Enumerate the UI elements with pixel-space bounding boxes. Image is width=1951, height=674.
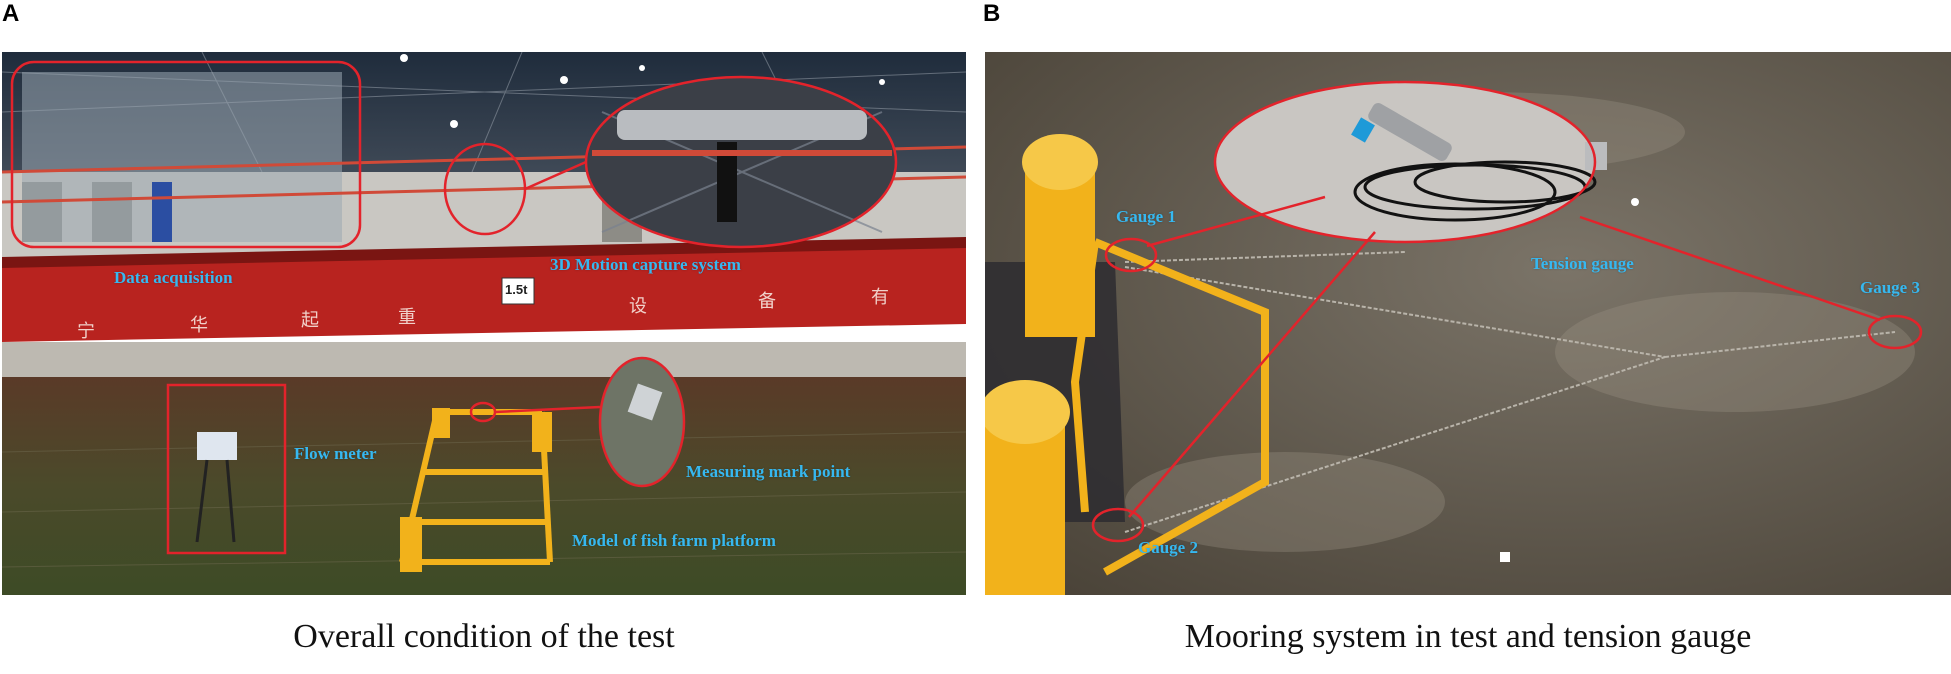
crane-char: 备 [758,291,776,312]
mooring-chains [1124,251,1896,533]
highlight-outlines [10,60,898,555]
label-motion-capture: 3D Motion capture system [550,255,741,274]
label-gauge-2: Gauge 2 [1138,538,1198,557]
label-data-acquisition: Data acquisition [114,268,233,287]
crane-beam [2,242,966,342]
label-mark-point: Measuring mark point [686,462,851,481]
crane-char: 有 [871,287,889,308]
crane-char: 华 [190,315,208,336]
label-tension-gauge: Tension gauge [1531,254,1634,273]
highlight-outlines-b [1091,80,1923,543]
crane-char: 重 [398,307,416,328]
panel-b-letter: B [983,0,1001,27]
crane-char: 设 [629,296,647,317]
panel-a-letter: A [2,0,20,27]
label-gauge-1: Gauge 1 [1116,207,1176,226]
label-flow-meter: Flow meter [294,444,377,463]
panel-a-caption: Overall condition of the test [293,618,675,655]
panel-a-photo: Data acquisition 3D Motion capture syste… [2,52,966,595]
column-1 [1025,162,1095,337]
control-room [22,72,342,242]
crane-char: 宁 [77,321,95,342]
label-gauge-3: Gauge 3 [1860,278,1920,297]
panel-b-caption: Mooring system in test and tension gauge [1184,618,1752,655]
panel-b-photo: Gauge 1 Gauge 2 Gauge 3 Tension gauge [985,52,1951,595]
flow-meter-device [197,432,237,460]
label-platform-model: Model of fish farm platform [572,531,776,550]
crane-rating: 1.5t [505,282,528,297]
mark-point-inset [600,358,684,486]
crane-char: 起 [301,310,319,331]
